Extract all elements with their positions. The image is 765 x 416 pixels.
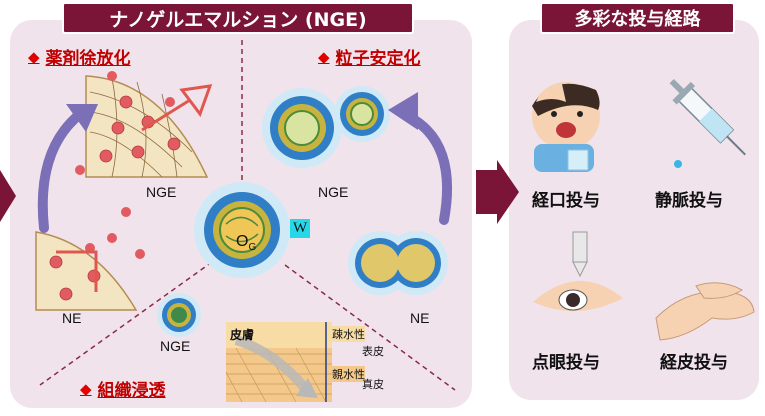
- transdermal-hand-illustration: [655, 282, 755, 341]
- stability-curve-arrow: [388, 92, 452, 225]
- transition-arrow-head: [497, 160, 519, 224]
- nge-label-stability: NGE: [318, 184, 349, 200]
- release-heading: ◆ 薬剤徐放化: [28, 47, 131, 70]
- nge-label-release: NGE: [146, 184, 177, 200]
- center-nge-particle-illustration: [194, 182, 290, 278]
- epidermis-label: 表皮: [362, 346, 384, 358]
- release-curve-arrow: [37, 104, 98, 233]
- routes-title: 多彩な投与経路: [540, 2, 735, 34]
- nge-title: ナノゲルエマルション (NGE): [62, 2, 414, 34]
- ne-coalescing-illustration: [348, 231, 448, 295]
- skin-penetration-illustration: [225, 322, 342, 403]
- diamond-bullet-icon: ◆: [28, 47, 40, 66]
- eye-drop-illustration: [533, 231, 623, 312]
- route-oral-label: 経口投与: [532, 191, 600, 211]
- ne-label-release: NE: [62, 310, 82, 326]
- tissue-heading: ◆ 組織浸透: [80, 379, 166, 402]
- nge-gel-network-illustration: [85, 75, 213, 178]
- left-edge-arrow: [0, 170, 16, 222]
- oral-administration-illustration: [532, 82, 600, 172]
- hydrophilic-label: 親水性: [332, 366, 365, 382]
- iv-syringe-illustration: [669, 78, 746, 168]
- nge-label-tissue: NGE: [160, 338, 191, 354]
- ne-droplet-illustration: [35, 231, 138, 311]
- ne-label-stability: NE: [410, 310, 430, 326]
- hydrophobic-label: 疎水性: [332, 326, 365, 342]
- stability-heading: ◆ 粒子安定化: [318, 47, 421, 70]
- center-water-label: W: [290, 219, 311, 238]
- route-iv-label: 静脈投与: [655, 191, 723, 211]
- tissue-nge-particle-illustration: [157, 293, 201, 337]
- nge-particle-pair-illustration: [262, 86, 390, 168]
- diamond-bullet-icon: ◆: [80, 379, 92, 398]
- diamond-bullet-icon: ◆: [318, 47, 330, 66]
- skin-label: 皮膚: [230, 328, 255, 342]
- dermis-label: 真皮: [362, 379, 384, 391]
- center-oil-gel-label: OG: [236, 233, 257, 254]
- administration-route-panel: [509, 20, 759, 400]
- route-ophthalmic-label: 点眼投与: [532, 353, 600, 373]
- transition-arrow-body: [476, 170, 498, 214]
- route-transdermal-label: 経皮投与: [660, 353, 728, 373]
